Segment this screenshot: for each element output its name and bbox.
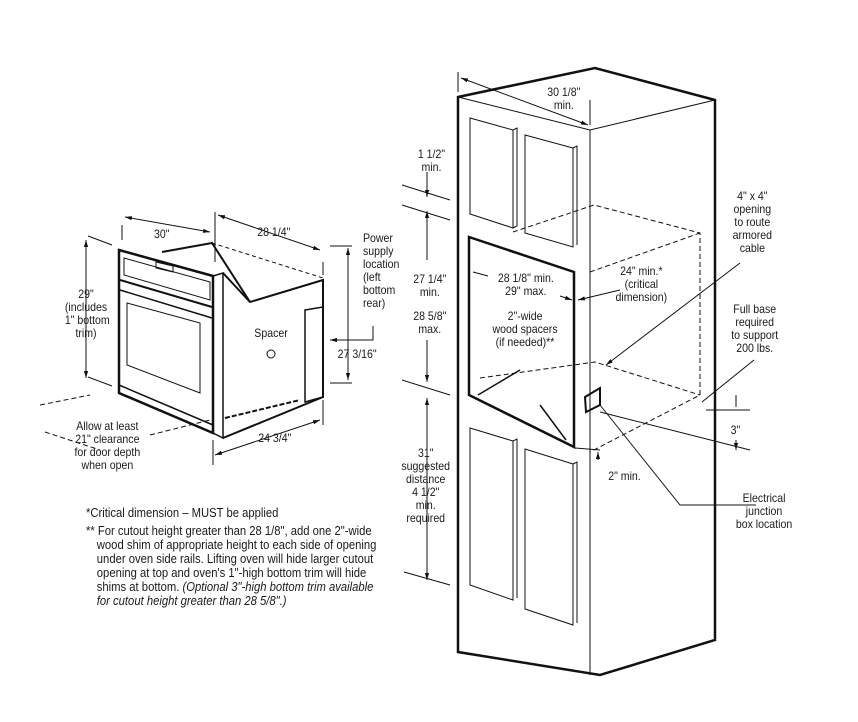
cutout-height-min-label: 27 1/4" min. [413,273,446,299]
oven-body-height-label: 27 3/16" [337,347,377,361]
label-line: to support [731,328,779,342]
label-line: box location [735,517,793,531]
label-line: min. [419,285,440,299]
label-line: to route [734,215,771,229]
label-line: 30 1/8" [547,85,581,99]
spacer-label: Spacer [254,326,288,340]
label-line: 28 1/8" min. [497,271,554,285]
junction-box-label: Electrical junction box location [736,492,792,531]
shim-marker: ** [86,524,95,538]
two-inch-min-label: 2" min. [608,469,641,483]
base-height-label: 3" [730,423,741,437]
power-supply-label: Power supply location (left bottom rear) [363,232,399,310]
label-line: 4 1/2" [412,485,440,499]
label-line: 28 5/8" [413,309,447,323]
label-line: rear) [363,296,386,310]
optional-trim-note: (Optional 3"-high bottom trim available … [96,580,374,608]
label-line: Full base [733,302,777,316]
shim-text: For cutout height greater than 28 1/8", … [96,524,377,594]
height-note-line: (includes [64,300,108,314]
label-line: (if needed)** [495,335,555,349]
cutout-height-max-label: 28 5/8" max. [413,310,446,336]
top-gap-label: 1 1/2" min. [418,148,445,174]
label-line: for door depth [74,445,141,459]
label-line: armored [732,228,773,242]
label-line: when open [81,458,134,472]
label-line: Allow at least [76,419,139,433]
label-line: suggested [401,459,451,473]
label-line: wood spacers [492,322,558,336]
label-line: opening [733,202,772,216]
label-line: 2"-wide [507,309,543,323]
label-line: 21" clearance [75,432,140,446]
label-line: dimension) [615,290,668,304]
critical-depth-label: 24" min.* (critical dimension) [616,265,668,304]
label-line: 24" min.* [620,264,663,278]
footnotes: *Critical dimension – MUST be applied **… [86,506,383,612]
cutout-width-label: 28 1/8" min. 29" max. [498,272,554,298]
label-line: 27 1/4" [413,272,447,286]
suggested-distance-label: 31" suggested distance 4 1/2" min. requi… [401,447,450,525]
label-line: min. [415,498,436,512]
cabinet-width-label: 30 1/8" min. [547,86,580,112]
label-line: 29" max. [505,284,547,298]
label-line: 4" x 4" [737,189,768,203]
label-line: required [406,511,446,525]
label-line: 31" [417,446,434,460]
height-note-line: 1" bottom [64,313,110,327]
label-line: location [363,257,400,271]
oven-drawing [39,212,374,465]
label-line: junction [745,504,783,518]
full-base-label: Full base required to support 200 lbs. [731,303,778,355]
label-line: bottom [363,283,396,297]
shim-note: ** For cutout height greater than 28 1/8… [86,524,383,608]
cabinet-drawing [401,66,756,677]
oven-width-label: 30" [154,227,170,241]
label-line: min. [553,98,574,112]
height-note-line: trim) [75,326,97,340]
label-line: max. [418,322,442,336]
label-line: required [735,315,775,329]
wood-spacers-label: 2"-wide wood spacers (if needed)** [492,310,557,349]
door-clearance-label: Allow at least 21" clearance for door de… [74,420,140,472]
oven-depth-label: 28 1/4" [257,225,291,239]
label-line: min. [421,160,442,174]
label-line: distance [406,472,446,486]
label-line: cable [739,241,765,255]
oven-height-label: 29" (includes 1" bottom trim) [64,287,110,340]
label-line: 1 1/2" [417,147,446,161]
label-line: supply [363,244,394,258]
oven-base-depth-label: 24 3/4" [258,431,292,445]
label-line: Electrical [742,491,786,505]
label-line: Power [363,231,393,245]
label-line: 200 lbs. [736,341,774,355]
height-value: 29" [78,287,94,301]
critical-note: *Critical dimension – MUST be applied [86,506,279,520]
label-line: (left [363,270,381,284]
cable-opening-label: 4" x 4" opening to route armored cable [733,190,772,255]
label-line: (critical [624,277,659,291]
